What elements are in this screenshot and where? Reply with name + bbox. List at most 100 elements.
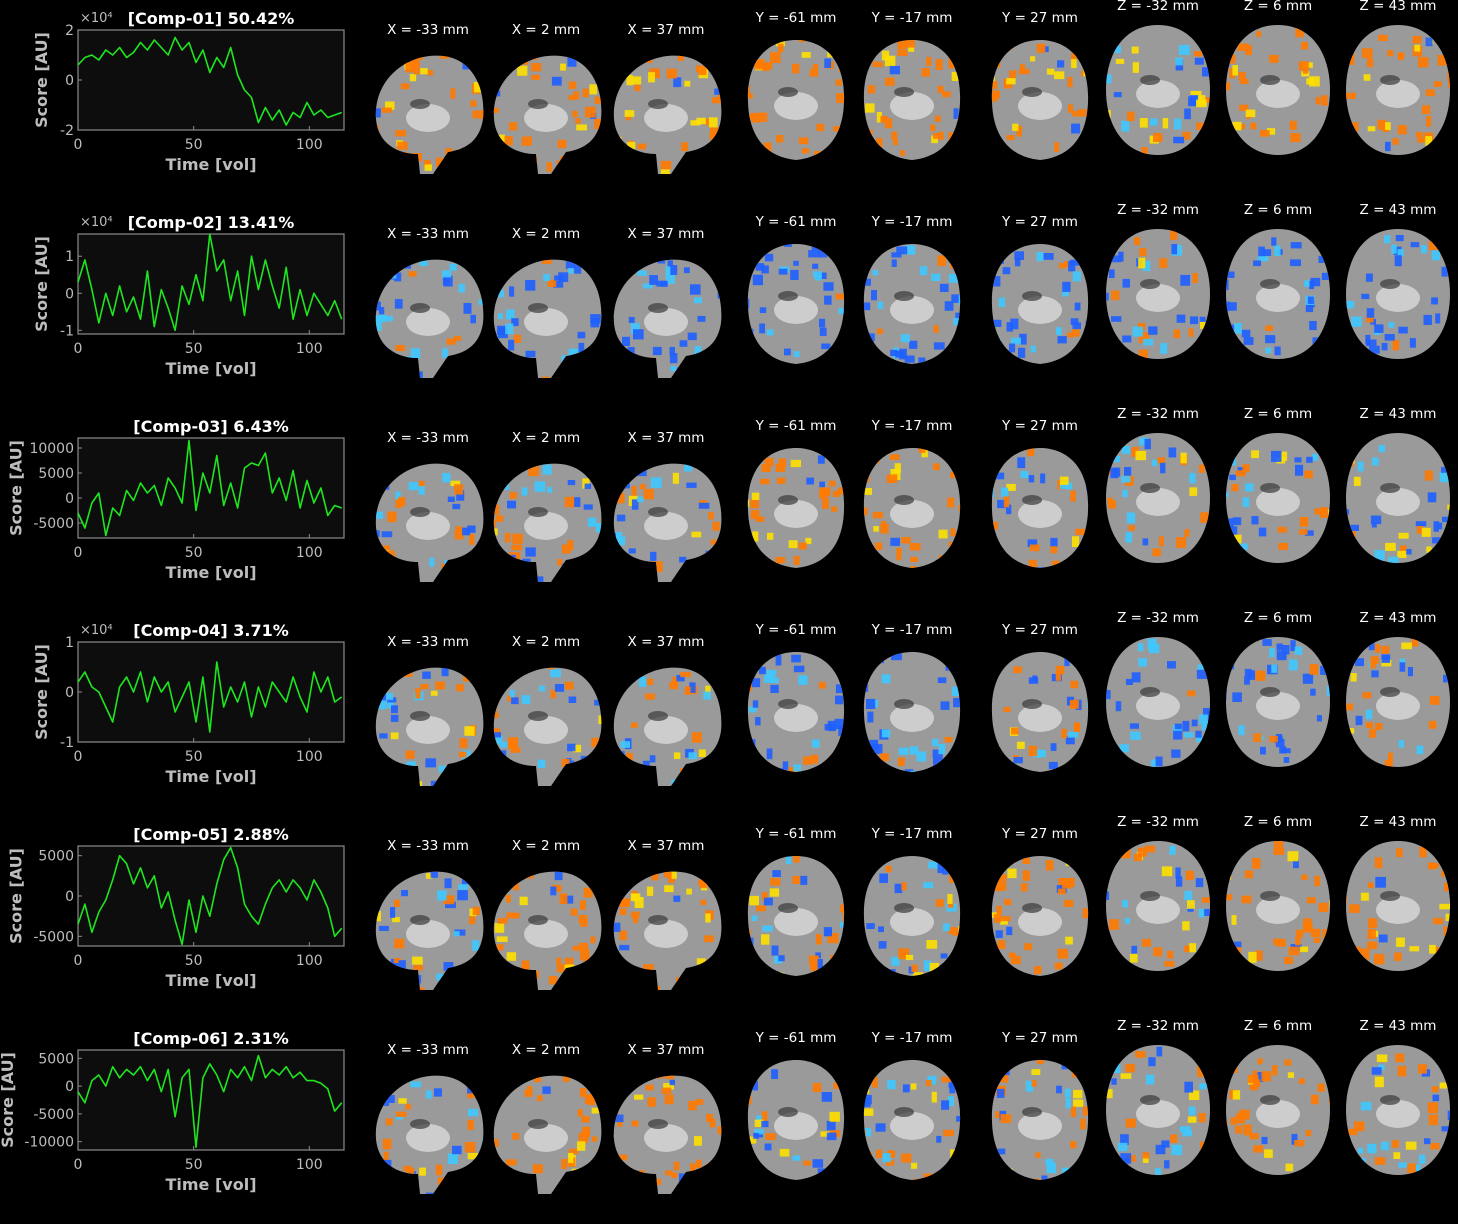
- activation-blob: [592, 1108, 600, 1114]
- activation-blob: [637, 144, 646, 150]
- activation-blob: [631, 912, 640, 918]
- activation-blob: [654, 986, 660, 991]
- brain-slice-image: [852, 642, 972, 792]
- activation-blob: [615, 755, 625, 763]
- brain-slice-image: [368, 42, 488, 192]
- activation-blob: [1125, 918, 1130, 924]
- activation-blob: [954, 747, 963, 754]
- y-tick-label: -1: [60, 323, 74, 339]
- activation-blob: [824, 927, 832, 936]
- activation-blob: [606, 711, 610, 717]
- y-tick-label: -5000: [33, 929, 74, 945]
- activation-blob: [1167, 661, 1176, 668]
- activation-blob: [1121, 476, 1130, 482]
- activation-blob: [404, 258, 411, 269]
- activation-blob: [967, 915, 972, 922]
- activation-blob: [933, 463, 940, 470]
- slice-label: Y = -61 mm: [736, 622, 856, 638]
- activation-blob: [495, 923, 504, 933]
- brain-slice-image: [736, 642, 856, 792]
- activation-blob: [840, 922, 850, 928]
- activation-blob: [830, 1112, 840, 1122]
- brain-slice-axial: Z = 6 mm: [1218, 406, 1338, 576]
- activation-blob: [767, 62, 772, 69]
- activation-blob: [1443, 675, 1450, 683]
- activation-blob: [776, 655, 782, 666]
- slice-label: Y = -61 mm: [736, 1030, 856, 1046]
- activation-blob: [390, 907, 395, 918]
- activation-blob: [809, 956, 819, 966]
- activation-blob: [1116, 701, 1122, 711]
- x-tick-label: 100: [296, 749, 323, 765]
- activation-blob: [1029, 677, 1038, 684]
- activation-blob: [1189, 487, 1197, 496]
- activation-blob: [1432, 250, 1440, 260]
- activation-blob: [1126, 1119, 1136, 1128]
- activation-blob: [1009, 953, 1016, 958]
- activation-blob: [836, 79, 842, 86]
- activation-blob: [1037, 1059, 1044, 1064]
- activation-blob: [493, 1139, 499, 1147]
- activation-blob: [831, 506, 837, 512]
- activation-blob: [445, 148, 452, 156]
- activation-blob: [1451, 500, 1458, 507]
- activation-blob: [1437, 523, 1442, 530]
- activation-blob: [1012, 124, 1018, 131]
- activation-blob: [1229, 475, 1236, 480]
- activation-blob: [494, 713, 499, 718]
- activation-blob: [802, 148, 810, 153]
- activation-blob: [983, 487, 994, 497]
- activation-blob: [410, 1081, 421, 1087]
- activation-blob: [1277, 651, 1287, 660]
- activation-blob: [655, 1073, 663, 1079]
- activation-blob: [1299, 529, 1308, 535]
- activation-blob: [1260, 747, 1266, 755]
- activation-blob: [1153, 133, 1163, 142]
- activation-blob: [784, 349, 791, 356]
- activation-blob: [775, 557, 785, 564]
- activation-blob: [562, 564, 569, 572]
- activation-blob: [1329, 902, 1338, 913]
- activation-blob: [1200, 1142, 1210, 1152]
- activation-blob: [556, 958, 561, 965]
- activation-blob: [887, 474, 898, 483]
- activation-blob: [1381, 654, 1390, 659]
- activation-blob: [835, 696, 843, 705]
- brain-slice-image: [1098, 834, 1218, 984]
- activation-blob: [1274, 246, 1280, 257]
- brain-slice-sagittal: X = 2 mm: [486, 430, 606, 600]
- activation-blob: [629, 317, 635, 323]
- activation-blob: [388, 1095, 395, 1103]
- activation-blob: [799, 137, 809, 144]
- activation-blob: [444, 962, 454, 971]
- activation-blob: [411, 348, 420, 359]
- activation-blob: [1426, 37, 1433, 46]
- activation-blob: [767, 749, 773, 760]
- activation-blob: [1011, 728, 1019, 735]
- activation-blob: [702, 564, 712, 575]
- brain-slice-sagittal: X = 2 mm: [486, 634, 606, 804]
- activation-blob: [752, 915, 758, 921]
- activation-blob: [1233, 1090, 1240, 1099]
- activation-blob: [1122, 336, 1131, 343]
- activation-blob: [1197, 664, 1203, 670]
- activation-blob: [674, 577, 681, 588]
- activation-blob: [1437, 55, 1447, 66]
- activation-blob: [1255, 671, 1265, 681]
- activation-blob: [873, 526, 879, 532]
- activation-blob: [1295, 465, 1303, 476]
- activation-blob: [709, 1119, 715, 1128]
- brain-slice-coronal: Y = -61 mm: [736, 418, 856, 588]
- brain-slice-axial: Z = 43 mm: [1338, 610, 1458, 780]
- activation-blob: [1277, 644, 1283, 651]
- activation-blob: [497, 936, 508, 942]
- activation-blob: [806, 478, 814, 485]
- activation-blob: [1303, 918, 1312, 929]
- activation-blob: [1426, 547, 1431, 553]
- activation-blob: [765, 254, 773, 261]
- activation-blob: [1070, 491, 1076, 502]
- activation-blob: [825, 724, 836, 730]
- activation-blob: [651, 872, 658, 880]
- activation-blob: [1252, 858, 1261, 869]
- brain-slice-image: [1098, 1038, 1218, 1188]
